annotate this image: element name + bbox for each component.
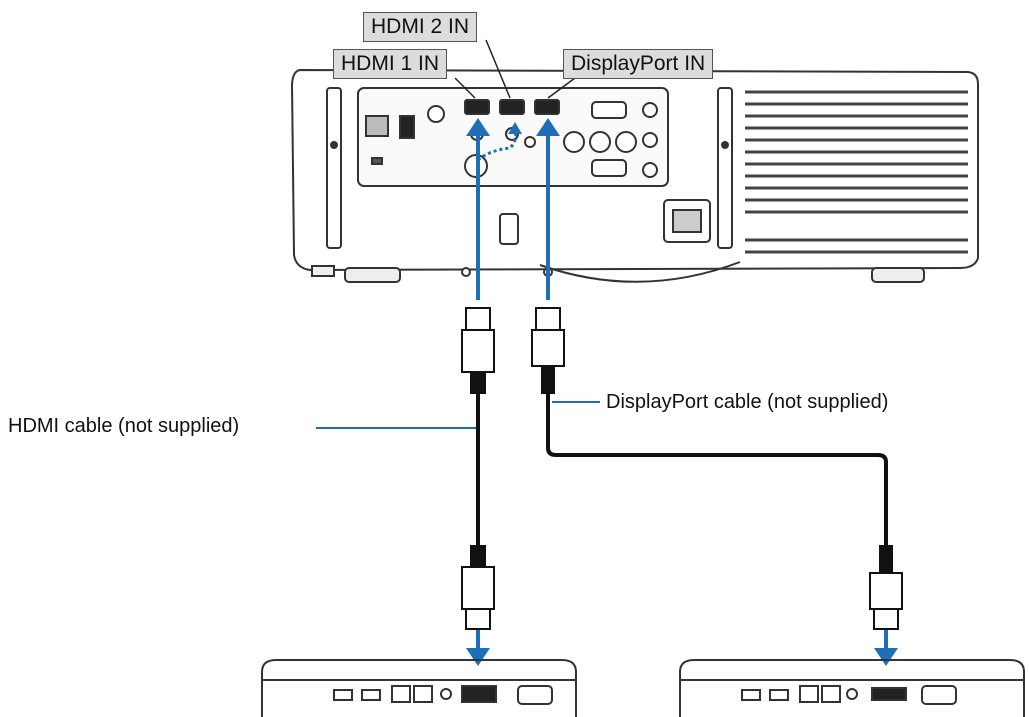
displayport-cable-label: DisplayPort cable (not supplied) [606, 391, 889, 413]
computer-right [679, 659, 1025, 717]
hdmi-cable-label: HDMI cable (not supplied) [8, 415, 240, 437]
displayport-in-callout: DisplayPort IN [563, 49, 714, 79]
callout-leaders [454, 39, 576, 99]
displayport-cable [531, 307, 903, 666]
computer-left [261, 659, 577, 717]
hdmi-cable [461, 307, 495, 666]
input-arrows [466, 118, 560, 300]
projector-rear-panel [290, 68, 979, 283]
projector-vent-grille [745, 90, 968, 254]
cable-label-leaders [316, 401, 600, 429]
hdmi2-in-callout: HDMI 2 IN [363, 12, 478, 42]
hdmi1-in-callout: HDMI 1 IN [333, 49, 448, 79]
